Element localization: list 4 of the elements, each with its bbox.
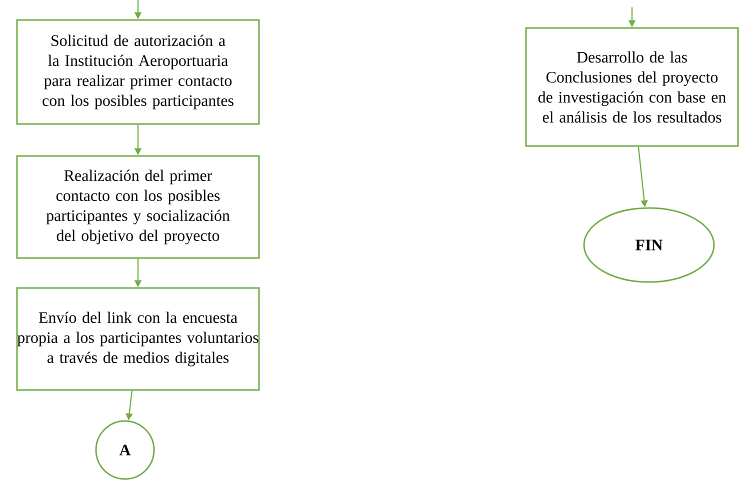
process-box: Desarrollo de las Conclusiones del proyecto de investigación con base en el análisis de los resultados	[525, 27, 739, 147]
process-box: Envío del link con la encuesta propia a los participantes voluntarios a través de medios digitales	[16, 287, 260, 391]
process-box: Solicitud de autorización a la Institución Aeroportuaria para realizar primer contacto con los posibles participantes	[16, 19, 260, 125]
process-box: Realización del primer contacto con los posibles participantes y socialización del objetivo del proyecto	[16, 155, 260, 259]
